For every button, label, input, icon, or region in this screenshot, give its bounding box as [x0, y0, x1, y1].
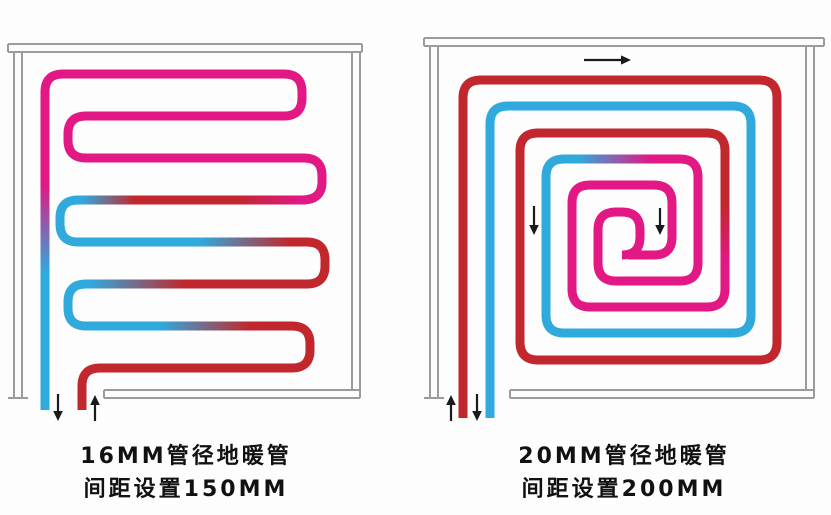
flow-arrow-up-icon — [90, 395, 100, 421]
supply-bend-hot — [289, 237, 330, 289]
room-outline-right — [423, 37, 825, 399]
warm-pipe-upper-serpentine — [40, 69, 327, 205]
flow-arrows-right — [446, 55, 665, 421]
supply-pipe-hot-spiral — [458, 75, 782, 418]
caption-serpentine-line2: 间距设置150MM — [83, 477, 289, 502]
flow-arrows-left — [53, 394, 100, 421]
supply-pipe-warm-center — [567, 180, 730, 312]
flow-arrow-down-inner-right-icon — [655, 208, 665, 235]
flow-arrow-down-inner-left-icon — [529, 206, 539, 235]
spiral-pipe-circuit — [458, 75, 782, 418]
supply-pipe-hot — [77, 321, 315, 410]
caption-spiral-line2: 间距设置200MM — [521, 477, 727, 502]
flow-arrow-up-icon — [446, 395, 456, 421]
return-pipe-warm-center-hairpin — [593, 154, 703, 286]
flow-arrow-down-icon — [472, 394, 482, 421]
flow-arrow-right-icon — [584, 55, 631, 65]
serpentine-pipe-circuit — [40, 69, 330, 410]
caption-serpentine-panel: 16MM管径地暖管 间距设置150MM — [4, 440, 368, 506]
return-pipe-cool-spiral — [485, 101, 756, 418]
flow-arrow-down-icon — [53, 394, 63, 421]
room-outline-left — [7, 43, 363, 399]
return-bend-cool-2 — [55, 195, 94, 247]
caption-spiral-line1: 20MM管径地暖管 — [518, 444, 730, 469]
caption-serpentine-line1: 16MM管径地暖管 — [80, 444, 292, 469]
return-bend-cool — [63, 279, 92, 331]
caption-spiral-panel: 20MM管径地暖管 间距设置200MM — [428, 440, 820, 506]
